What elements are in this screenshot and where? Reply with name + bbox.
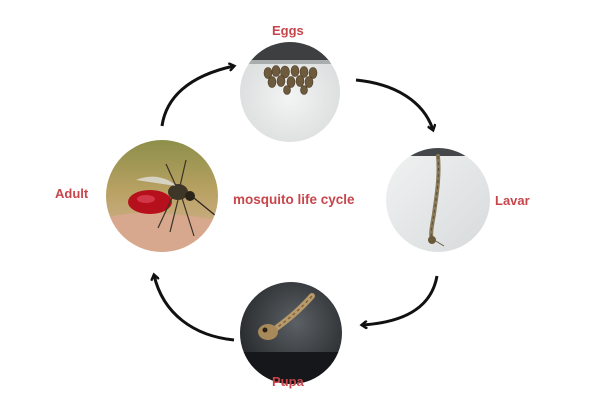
stage-label-larva: Lavar (495, 193, 530, 208)
diagram-title: mosquito life cycle (233, 192, 355, 207)
arrow-adult-to-eggs (160, 66, 234, 127)
larva-photo (386, 148, 490, 252)
pupa-photo (240, 282, 342, 384)
eggs-photo (240, 42, 340, 142)
stage-label-eggs: Eggs (272, 23, 304, 38)
arrow-larva-to-pupa (362, 275, 439, 325)
arrow-eggs-to-larva (355, 78, 433, 130)
stage-label-adult: Adult (55, 186, 89, 201)
adult-mosquito-photo (106, 140, 218, 252)
stage-label-pupa: Pupa (272, 374, 304, 389)
arrow-pupa-to-adult (154, 275, 235, 342)
